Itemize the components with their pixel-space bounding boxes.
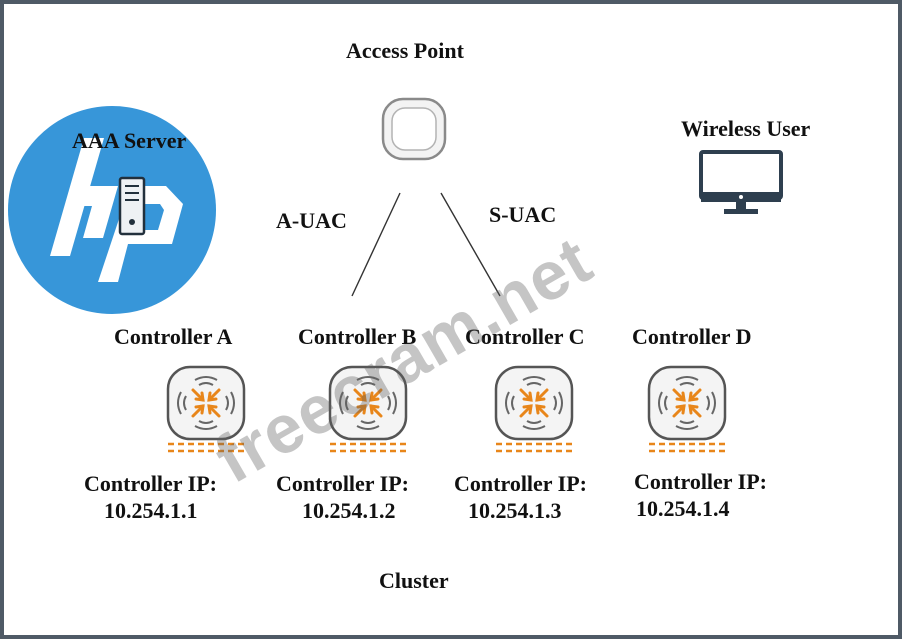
controller-c-label: Controller C — [465, 324, 585, 349]
controller-b-ip: Controller IP: 10.254.1.2 — [276, 470, 409, 524]
controller-b-label: Controller B — [298, 324, 417, 349]
controller-c-ip: Controller IP: 10.254.1.3 — [454, 470, 587, 524]
ip-value: 10.254.1.3 — [468, 498, 562, 523]
controller-a-ip: Controller IP: 10.254.1.1 — [84, 470, 217, 524]
aaa-server-label: AAA Server — [72, 128, 187, 153]
cluster-label: Cluster — [379, 568, 449, 593]
ip-label: Controller IP: — [276, 471, 409, 496]
access-point-icon — [381, 97, 447, 161]
ip-value: 10.254.1.2 — [302, 498, 396, 523]
server-icon — [118, 176, 146, 236]
controller-d-ip: Controller IP: 10.254.1.4 — [634, 468, 767, 522]
connection-lines — [351, 192, 501, 297]
link-s-uac — [440, 192, 501, 297]
controller-d-label: Controller D — [632, 324, 752, 349]
access-point-label: Access Point — [346, 38, 464, 63]
ip-label: Controller IP: — [84, 471, 217, 496]
ip-label: Controller IP: — [454, 471, 587, 496]
controller-b-icon — [328, 365, 408, 453]
controller-d-icon — [647, 365, 727, 453]
ip-label: Controller IP: — [634, 469, 767, 494]
s-uac-label: S-UAC — [489, 202, 557, 227]
link-a-uac — [351, 192, 401, 297]
controller-c-icon — [494, 365, 574, 453]
ip-value: 10.254.1.1 — [104, 498, 198, 523]
controller-a-label: Controller A — [114, 324, 233, 349]
ip-value: 10.254.1.4 — [636, 496, 730, 521]
wireless-user-label: Wireless User — [681, 116, 811, 141]
a-uac-label: A-UAC — [276, 208, 347, 233]
monitor-icon — [699, 150, 783, 214]
controller-a-icon — [166, 365, 246, 453]
